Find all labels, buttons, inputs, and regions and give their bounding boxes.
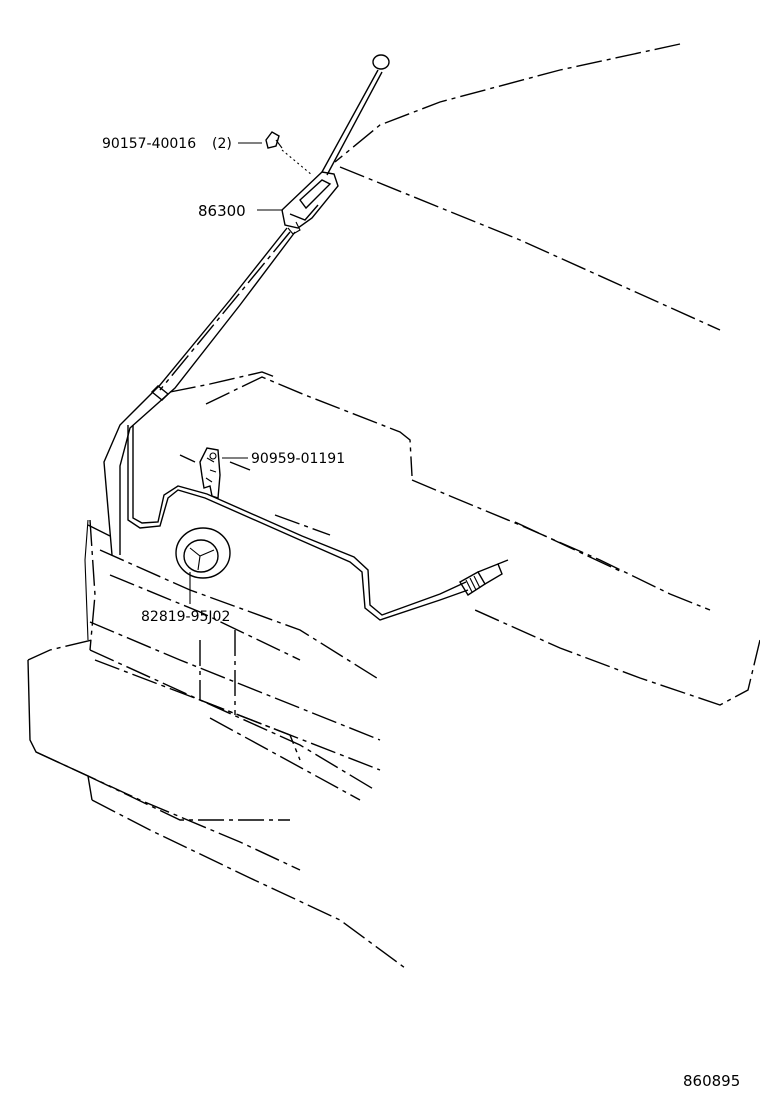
part-label-grommet: 82819-95J02: [141, 609, 230, 625]
part-label-clamp: 90959-01191: [251, 451, 345, 467]
part-label-screw: 90157-40016: [102, 136, 196, 152]
diagram-id: 860895: [683, 1072, 740, 1090]
antenna-connector: [459, 559, 509, 596]
antenna-assembly: [281, 54, 390, 235]
clamp-icon: [199, 447, 221, 499]
leader-lines: [189, 142, 283, 604]
grommet-icon: [175, 527, 231, 579]
vehicle-body-outline: [27, 43, 760, 969]
screw-icon: [265, 131, 313, 176]
part-label-antenna: 86300: [198, 202, 246, 220]
part-label-screw-qty: (2): [212, 136, 232, 152]
antenna-cable: [103, 227, 509, 621]
